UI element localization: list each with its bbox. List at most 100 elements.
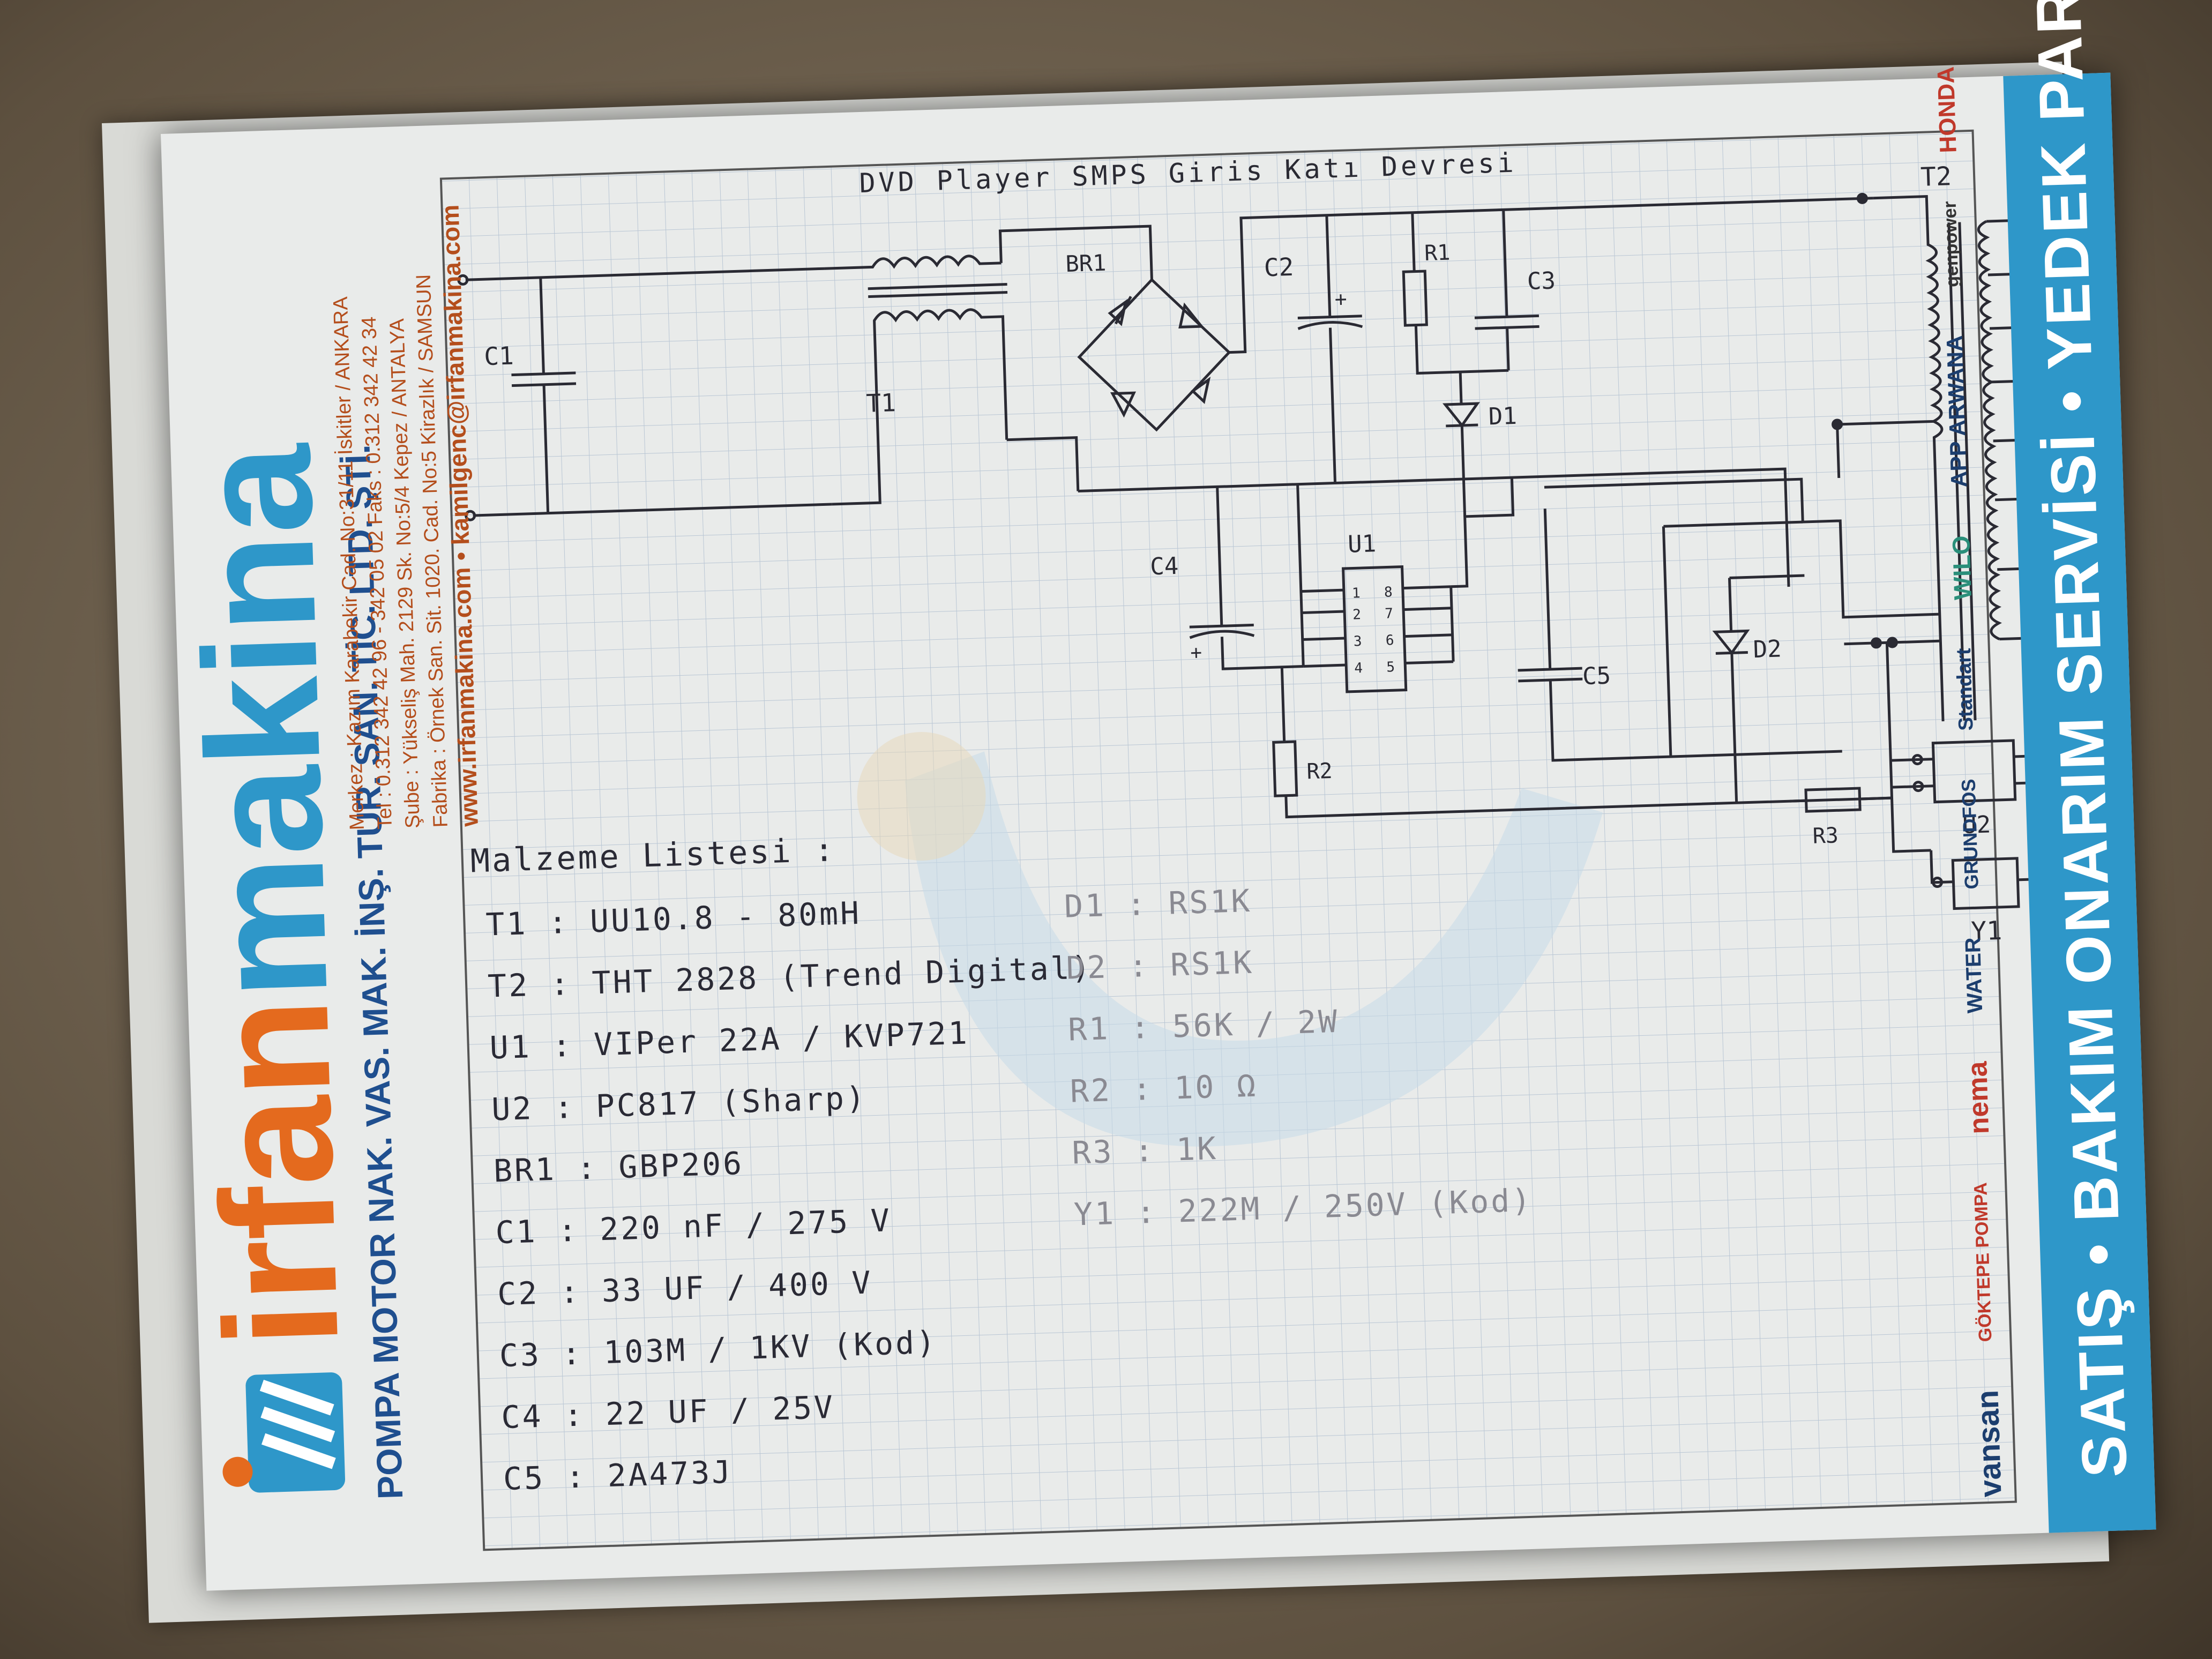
mat-right-0: D1 : RS1K <box>1064 883 1252 925</box>
mat-ref: C3 <box>498 1336 542 1374</box>
c2-leads <box>1297 215 1363 483</box>
watermark <box>905 751 1603 1147</box>
mat-value: : 10 Ω <box>1132 1067 1259 1108</box>
label-y1: Y1 <box>1971 916 2003 947</box>
logo-grundfos: GRUNDFOS <box>1956 778 1983 890</box>
label-c2-plus: + <box>1334 287 1347 311</box>
mat-value: : RS1K <box>1128 944 1254 985</box>
mat-ref: C5 <box>503 1459 546 1498</box>
r2-leads <box>1272 667 1892 819</box>
label-br1: BR1 <box>1065 250 1107 277</box>
logo-water: WATER <box>1961 937 1987 1014</box>
paper-sheet: DVD Player SMPS Giris Katı Devresi <box>161 0 2156 1591</box>
mat-ref: T1 <box>485 905 528 943</box>
mat-value: : 56K / 2W <box>1130 1003 1340 1046</box>
c1-leads <box>511 277 577 513</box>
mat-ref: R1 <box>1067 1010 1111 1048</box>
brand-word-2: makina <box>163 442 361 1002</box>
y1-body <box>1951 857 2020 910</box>
label-t1: T1 <box>866 388 896 418</box>
label-u2: U2 <box>1962 811 1991 839</box>
br1-diode-4 <box>1191 377 1211 404</box>
mat-value: : RS1K <box>1126 882 1253 923</box>
t2-core <box>1947 222 1977 721</box>
logo-standart: Standart <box>1952 647 1978 731</box>
label-d1: D1 <box>1488 402 1518 431</box>
wire-input-bottom <box>473 503 832 517</box>
logo-wilo: WILO <box>1946 535 1977 601</box>
mat-left-9: C5 : 2A473J <box>503 1454 733 1497</box>
t2-primary <box>1873 195 1945 722</box>
u1-pin-2: 2 <box>1352 607 1362 623</box>
brand-word-1: irfan <box>181 996 372 1350</box>
wire-aux <box>1544 477 1940 619</box>
wire-input-top <box>465 267 825 281</box>
mat-value: : GBP206 <box>576 1145 744 1187</box>
u1-pin-wires <box>1301 585 1455 668</box>
wire-bus-bottom <box>1078 467 1790 587</box>
br1-diode-3 <box>1110 391 1137 418</box>
wire-bus-top <box>1229 197 1873 354</box>
u1-pin-4: 4 <box>1354 660 1363 676</box>
t2-secondary <box>1977 220 2002 640</box>
wire-aux-2 <box>1662 520 1803 757</box>
label-c2: C2 <box>1264 252 1294 282</box>
d2-symbol <box>1712 574 1805 803</box>
t1-top-coil <box>824 255 1002 270</box>
label-c1: C1 <box>483 341 514 371</box>
junction-bus-top <box>1856 192 1868 204</box>
mat-ref: U1 <box>489 1028 532 1066</box>
y1-pin-1 <box>1932 877 1944 888</box>
label-r1: R1 <box>1424 241 1451 266</box>
input-terminal-bottom <box>465 510 476 521</box>
label-c3: C3 <box>1527 267 1556 295</box>
mat-ref: C2 <box>497 1274 540 1313</box>
u1-pin-8: 8 <box>1384 584 1393 600</box>
c4-leads <box>1189 487 1304 670</box>
label-u1: U1 <box>1347 530 1377 558</box>
mat-ref: D2 <box>1065 948 1109 987</box>
logo-honda: HONDA <box>1932 66 1962 154</box>
mat-ref: C4 <box>500 1398 544 1436</box>
mat-value: : 1K <box>1134 1130 1219 1169</box>
u1-pin-7: 7 <box>1385 606 1394 622</box>
wire-fb <box>1844 639 1941 853</box>
u1-body <box>1341 565 1408 693</box>
logo-app-arwana: APP ARWANA <box>1941 335 1971 488</box>
label-r2: R2 <box>1306 759 1333 784</box>
t1-bottom-coil <box>832 308 1008 506</box>
u2-pin-1 <box>1911 754 1923 766</box>
logo-genpower: genpower <box>1939 200 1963 288</box>
u2-body <box>1931 739 2017 804</box>
input-terminal-top <box>457 274 469 286</box>
label-c4: C4 <box>1149 552 1179 581</box>
br1-wires <box>998 225 1153 491</box>
label-r3: R3 <box>1812 823 1839 848</box>
mat-ref: U2 <box>491 1090 534 1128</box>
t1-core <box>868 283 1008 298</box>
u1-pin-5: 5 <box>1386 659 1395 675</box>
mat-ref: R3 <box>1071 1133 1115 1171</box>
r3-leads <box>1790 787 1892 813</box>
label-c4-plus: + <box>1190 641 1202 664</box>
logo-nema: nema <box>1961 1060 1995 1135</box>
mat-ref: Y1 <box>1073 1195 1117 1233</box>
u1-pin-6: 6 <box>1385 632 1394 648</box>
br1-diamond <box>1077 278 1231 432</box>
watermark-dot <box>857 732 986 861</box>
contact-block: Merkez : Kazım Karabekir Cad. No:31/11 İ… <box>324 204 484 831</box>
mat-ref: T2 <box>487 967 530 1005</box>
wire-t2-tap <box>1836 420 1934 479</box>
c3-leads <box>1474 210 1540 371</box>
logo-goktepe: GÖKTEPE POMPA <box>1970 1182 1996 1342</box>
mat-right-3: R2 : 10 Ω <box>1070 1067 1258 1110</box>
mat-ref: BR1 <box>493 1150 557 1190</box>
label-t2: T2 <box>1920 161 1952 192</box>
logo-vansan: vansan <box>1970 1389 2008 1498</box>
u2-pin-2 <box>1912 781 1924 793</box>
br1-diode-2 <box>1178 302 1205 329</box>
mat-right-4: R3 : 1K <box>1071 1130 1218 1171</box>
r1-leads <box>1402 212 1509 375</box>
